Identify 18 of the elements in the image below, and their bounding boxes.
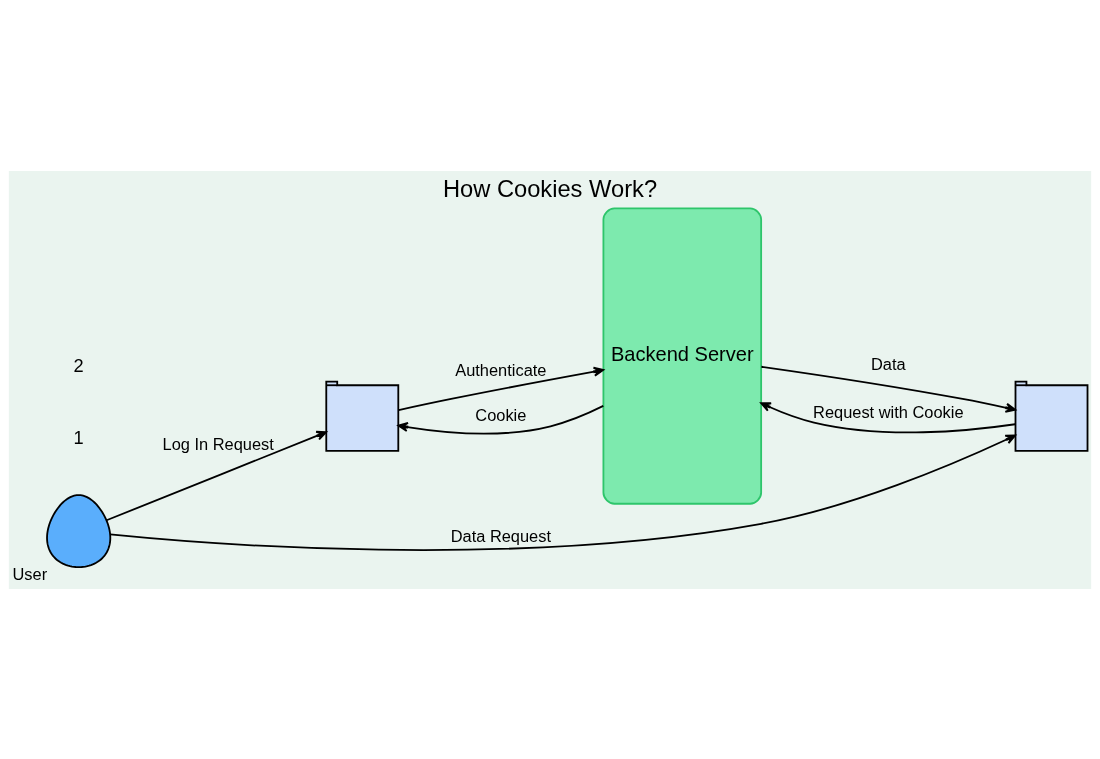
arrow bbox=[109, 434, 1017, 551]
edge-label: Authenticate bbox=[455, 360, 547, 379]
edge-label: Data bbox=[870, 354, 906, 373]
arrow bbox=[397, 366, 605, 411]
diagram-title: How Cookies Work? bbox=[442, 175, 658, 202]
arrow bbox=[760, 401, 1017, 433]
node-label: User bbox=[12, 564, 48, 583]
arrow bbox=[105, 430, 328, 521]
edge-label: Request with Cookie bbox=[813, 402, 964, 421]
arrow bbox=[760, 365, 1017, 413]
arrow bbox=[397, 404, 605, 434]
edge-label: Cookie bbox=[475, 405, 527, 424]
node-person bbox=[46, 493, 112, 568]
label: 2 bbox=[73, 354, 84, 376]
edge-label: Log In Request bbox=[162, 434, 274, 453]
edge-label: Data Request bbox=[450, 526, 552, 544]
node-box: Backend Server bbox=[602, 206, 763, 505]
label: 1 bbox=[73, 426, 84, 448]
